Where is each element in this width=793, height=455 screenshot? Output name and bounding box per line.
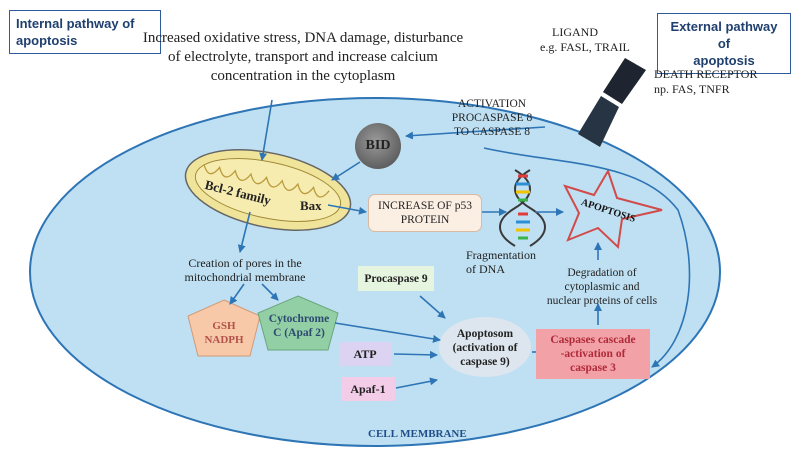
apoptosom-label: Apoptosom (activation of caspase 9) xyxy=(442,326,528,370)
gsh-label: GSH NADPH xyxy=(195,318,253,348)
mitochondrion-shape xyxy=(184,149,352,231)
pores-line1: Creation of pores in the xyxy=(188,256,302,270)
p53-line1: INCREASE OF p53 xyxy=(378,200,472,212)
ligand-title: LIGAND xyxy=(552,25,598,39)
stress-line3: concentration in the cytoplasm xyxy=(210,68,396,84)
stress-line2: of electrolyte, transport and increase c… xyxy=(168,49,438,65)
cytochrome-line2: C (Apaf 2) xyxy=(273,327,325,339)
degradation-text: Degradation of cytoplasmic and nuclear p… xyxy=(532,266,672,308)
apoptosom-line2: (activation of xyxy=(452,342,518,354)
apoptosis-star xyxy=(563,168,663,250)
activation-line1: ACTIVATION xyxy=(457,98,527,110)
pores-line2: mitochondrial membrane xyxy=(184,270,306,284)
apoptosom-line3: caspase 9) xyxy=(460,356,510,368)
activation-text: ACTIVATION PROCASPASE 8 TO CASPASE 8 xyxy=(432,97,552,139)
cytochrome-pentagon xyxy=(257,295,339,351)
gsh-line1: GSH xyxy=(212,320,236,332)
activation-line3: TO CASPASE 8 xyxy=(453,126,531,138)
p53-box: INCREASE OF p53 PROTEIN xyxy=(368,194,482,232)
p53-line2: PROTEIN xyxy=(400,214,450,226)
cytochrome-line1: Cytochrome xyxy=(268,313,330,325)
ligand-examples: e.g. FASL, TRAIL xyxy=(540,40,630,54)
arrows xyxy=(229,99,691,389)
cytochrome-label: Cytochrome C (Apaf 2) xyxy=(262,308,336,344)
death-receptor-examples: np. FAS, TNFR xyxy=(654,82,730,96)
death-receptor-label: DEATH RECEPTOR np. FAS, TNFR xyxy=(654,67,789,97)
dna-helix-icon xyxy=(499,169,546,247)
apoptosom-ellipse xyxy=(439,317,531,377)
degradation-line3: nuclear proteins of cells xyxy=(546,295,658,307)
degradation-line2: cytoplasmic and xyxy=(564,281,640,293)
dna-fragmentation-text: Fragmentation of DNA xyxy=(466,248,546,276)
external-title-line1: External pathway of xyxy=(670,19,778,51)
bid-label: BID xyxy=(365,138,391,153)
gsh-line2: NADPH xyxy=(204,334,244,346)
internal-title-line2: apoptosis xyxy=(16,33,78,48)
caspases-line1: Caspases cascade xyxy=(550,334,636,346)
caspases-line3: caspase 3 xyxy=(570,362,616,374)
internal-title-line1: Internal pathway of xyxy=(16,16,135,31)
internal-pathway-title: Internal pathway of apoptosis xyxy=(9,10,161,54)
death-receptor-title: DEATH RECEPTOR xyxy=(654,67,758,81)
ligand-label: LIGAND e.g. FASL, TRAIL xyxy=(540,25,650,55)
cell-membrane-label: CELL MEMBRANE xyxy=(368,428,467,440)
death-receptor-shape xyxy=(578,58,646,147)
caspases-line2: -activation of xyxy=(560,348,626,360)
pores-text: Creation of pores in the mitochondrial m… xyxy=(170,256,320,284)
apoptosom-line1: Apoptosom xyxy=(456,328,514,340)
external-pathway-title: External pathway of apoptosis xyxy=(657,13,791,74)
atp-box: ATP xyxy=(339,342,391,366)
stress-line1: Increased oxidative stress, DNA damage, … xyxy=(142,30,464,46)
procaspase9-box: Procaspase 9 xyxy=(358,266,434,291)
activation-line2: PROCASPASE 8 xyxy=(451,112,533,124)
apaf1-box: Apaf-1 xyxy=(341,377,395,401)
bid-sphere xyxy=(355,123,401,169)
bax-label: Bax xyxy=(300,198,322,213)
degradation-line1: Degradation of xyxy=(567,267,637,279)
stress-text: Increased oxidative stress, DNA damage, … xyxy=(138,29,468,86)
external-title-line2: apoptosis xyxy=(693,53,755,68)
dna-frag-line1: Fragmentation xyxy=(466,248,536,262)
dna-frag-line2: of DNA xyxy=(466,262,505,276)
gsh-pentagon xyxy=(187,299,261,357)
caspases-box: Caspases cascade -activation of caspase … xyxy=(536,329,650,379)
